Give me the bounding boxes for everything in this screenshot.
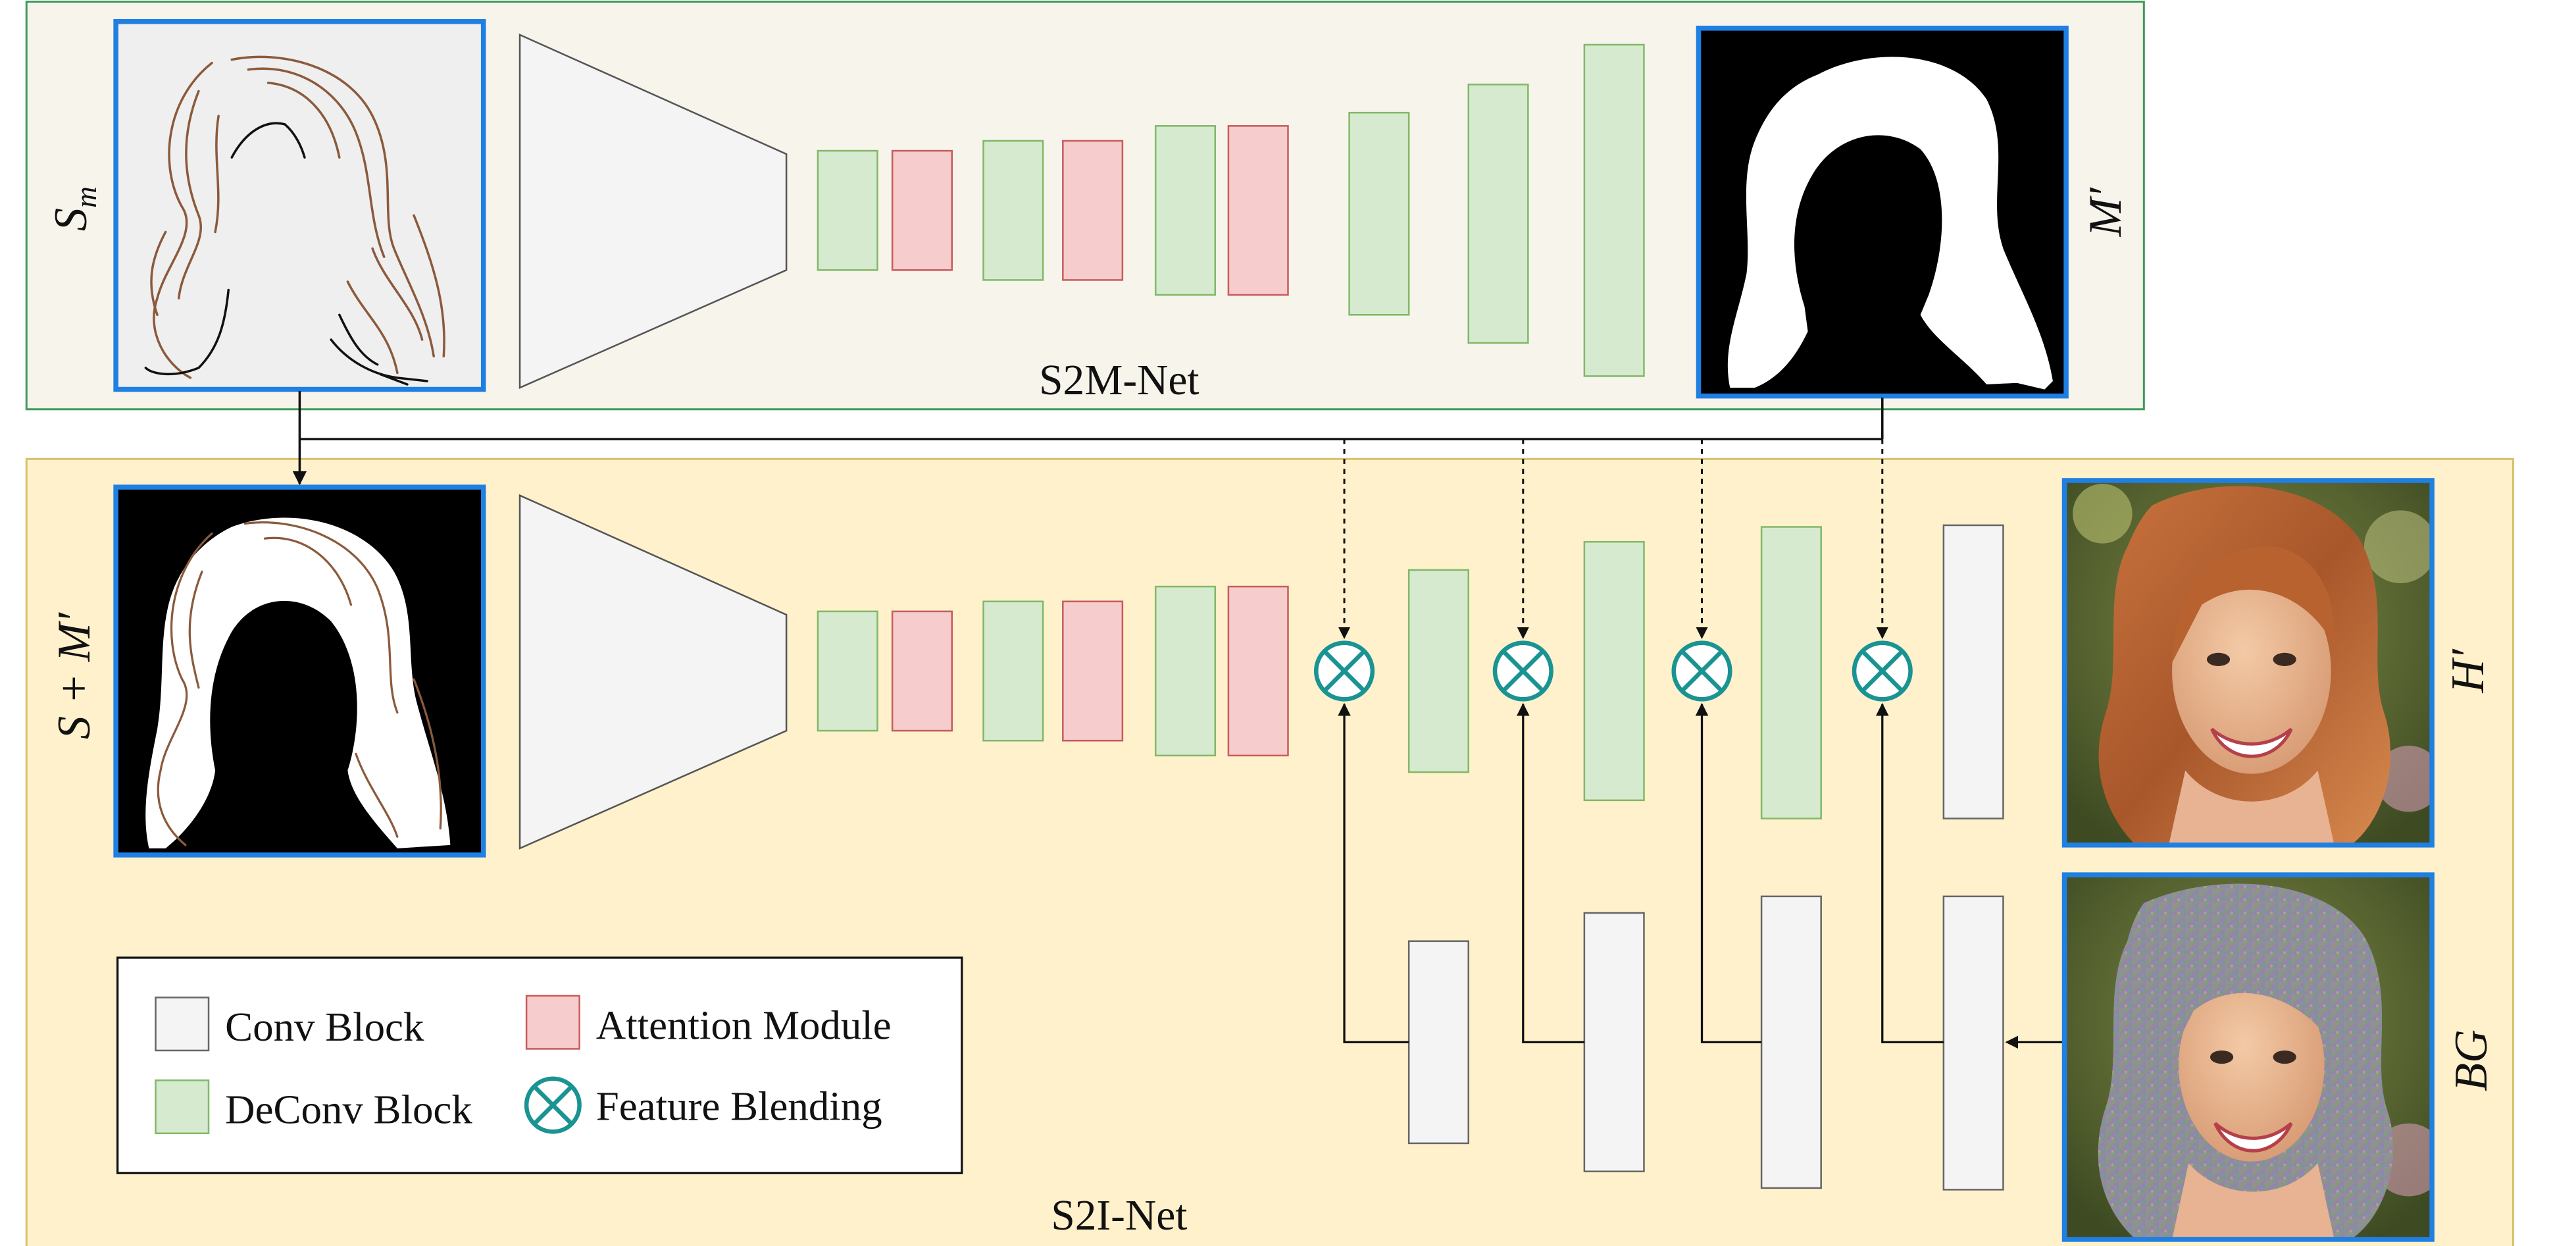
legend: Conv Block DeConv Block Attention Module… — [116, 956, 963, 1174]
feature-blending-node — [1492, 640, 1553, 702]
mask-output-image — [1696, 26, 2069, 399]
s2m-title: S2M-Net — [1039, 357, 1199, 404]
legend-deconv-label: DeConv Block — [225, 1087, 472, 1133]
legend-attention-label: Attention Module — [596, 1002, 892, 1048]
attention-block — [1227, 125, 1289, 296]
s2i-title: S2I-Net — [1051, 1192, 1187, 1239]
generated-portrait-image — [2061, 478, 2435, 848]
sketch-input-image — [113, 18, 486, 392]
feature-blending-node — [1852, 640, 1913, 702]
s2i-output-label-h: H′ — [2442, 648, 2494, 694]
legend-attention-swatch — [525, 995, 580, 1050]
mask-connector-lines — [292, 391, 1884, 486]
attention-block — [1062, 140, 1124, 281]
deconv-block — [982, 600, 1044, 742]
s2m-output-label: M′ — [2080, 187, 2131, 238]
s2i-output-label-bg: BG — [2446, 1029, 2497, 1091]
bg-conv-block — [1407, 940, 1470, 1145]
sketch-mask-input-image — [113, 484, 486, 858]
conv-block-output — [1942, 524, 2004, 819]
attention-block — [1062, 600, 1124, 742]
feature-blending-node — [1671, 640, 1732, 702]
deconv-block — [817, 610, 878, 732]
bg-conv-block — [1942, 895, 2004, 1191]
deconv-block — [817, 149, 878, 271]
legend-conv-label: Conv Block — [225, 1004, 424, 1050]
attention-block — [891, 610, 953, 732]
bg-conv-block — [1760, 895, 1822, 1189]
attention-block — [891, 149, 953, 271]
deconv-block — [1760, 526, 1822, 819]
background-input-image — [2061, 872, 2435, 1242]
s2i-input-label: S + M′ — [49, 611, 100, 739]
s2m-input-label: Sm — [45, 186, 103, 231]
bg-feature-arrows — [1338, 702, 2065, 1049]
legend-deconv-swatch — [155, 1079, 210, 1135]
bg-conv-block — [1583, 912, 1645, 1172]
deconv-block — [1154, 125, 1217, 296]
deconv-block — [1583, 43, 1645, 377]
deconv-block — [982, 140, 1044, 281]
feature-blending-node — [1314, 640, 1375, 702]
deconv-block — [1348, 111, 1410, 316]
deconv-block — [1407, 569, 1470, 773]
legend-blend-label: Feature Blending — [596, 1083, 882, 1129]
legend-blend-icon — [524, 1076, 582, 1134]
deconv-block — [1583, 540, 1645, 802]
legend-conv-swatch — [155, 997, 210, 1052]
deconv-block — [1154, 585, 1217, 757]
s2i-encoder — [518, 494, 788, 850]
s2m-encoder — [518, 33, 788, 389]
mask-injection-arrows — [1338, 439, 1888, 639]
deconv-block — [1467, 84, 1529, 344]
attention-block — [1227, 585, 1289, 757]
